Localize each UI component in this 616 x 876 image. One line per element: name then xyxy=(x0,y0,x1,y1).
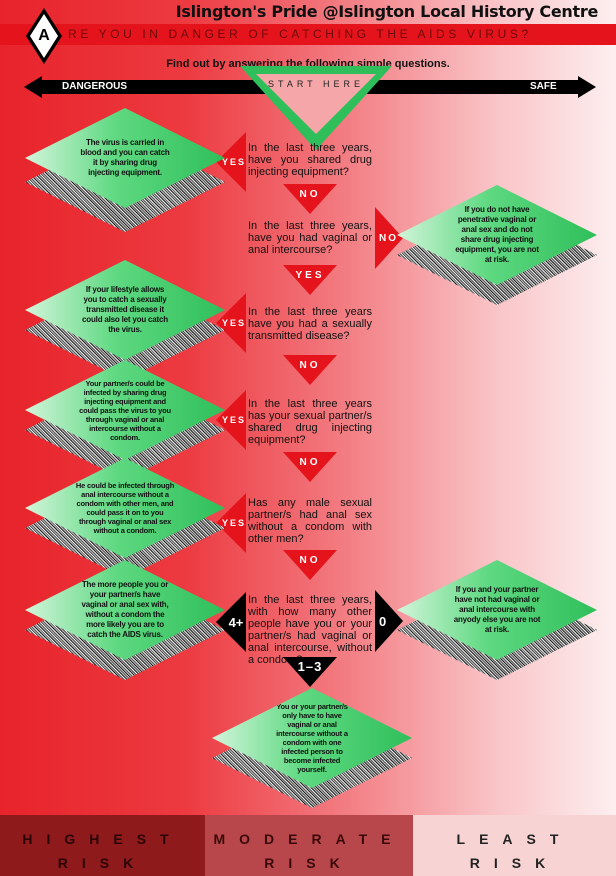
no-arrow-1: NO xyxy=(283,184,337,214)
no-arrow-3: NO xyxy=(283,452,337,482)
four-plus-label: 4+ xyxy=(228,614,244,630)
question-1: In the last three years, have you shared… xyxy=(248,142,372,178)
yes-label: YES xyxy=(221,157,246,167)
start-label: START HERE xyxy=(267,79,364,89)
title-band xyxy=(0,24,616,45)
info-text: You or your partner/s only have to have … xyxy=(276,702,348,774)
no-arrow-right: NO xyxy=(375,207,403,269)
info-text: If you and your partner have not had vag… xyxy=(453,585,541,634)
yes-arrow-4: YES xyxy=(216,493,246,553)
yes-arrow-down: YES xyxy=(283,265,337,295)
page-title: RE YOU IN DANGER OF CATCHING THE AIDS VI… xyxy=(68,27,532,41)
axis-label-dangerous: DANGEROUS xyxy=(62,81,128,92)
info-text: He could be infected through anal interc… xyxy=(75,481,175,535)
no-label: NO xyxy=(379,232,398,244)
risk-moderate: MODERATE RISK xyxy=(205,815,413,876)
yes-label: YES xyxy=(221,518,246,528)
one-three-arrow: 1–3 xyxy=(283,657,337,687)
arrow-left-icon xyxy=(24,76,42,98)
risk-least: LEAST RISK xyxy=(413,815,616,876)
question-5: Has any male sexual partner/s had anal s… xyxy=(248,497,372,545)
info-text: The virus is carried in blood and you ca… xyxy=(80,138,170,177)
zero-arrow: 0 xyxy=(375,590,403,652)
question-4: In the last three years has your sexual … xyxy=(248,398,372,446)
no-arrow-4: NO xyxy=(283,550,337,580)
info-text: Your partner/s could be infected by shar… xyxy=(79,378,171,442)
zero-label: 0 xyxy=(379,613,389,629)
logo-letter: A xyxy=(30,14,58,58)
arrow-right-icon xyxy=(578,76,596,98)
info-text: If you do not have penetrative vaginal o… xyxy=(455,205,539,264)
credit-text: Islington's Pride @Islington Local Histo… xyxy=(175,2,599,21)
question-3: In the last three years have you had a s… xyxy=(248,306,372,342)
info-text: The more people you or your partner/s ha… xyxy=(81,580,169,639)
yes-label: YES xyxy=(221,318,246,328)
yes-arrow-2: YES xyxy=(216,293,246,353)
axis-label-safe: SAFE xyxy=(530,81,557,92)
info-text: If your lifestyle allows you to catch a … xyxy=(82,285,168,334)
no-arrow-2: NO xyxy=(283,355,337,385)
yes-label: YES xyxy=(221,415,246,425)
question-6: In the last three years, with how many o… xyxy=(248,594,372,666)
four-plus-arrow: 4+ xyxy=(216,592,246,652)
question-2: In the last three years, have you had va… xyxy=(248,220,372,256)
yes-arrow-3: YES xyxy=(216,390,246,450)
risk-highest: HIGHEST RISK xyxy=(0,815,205,876)
